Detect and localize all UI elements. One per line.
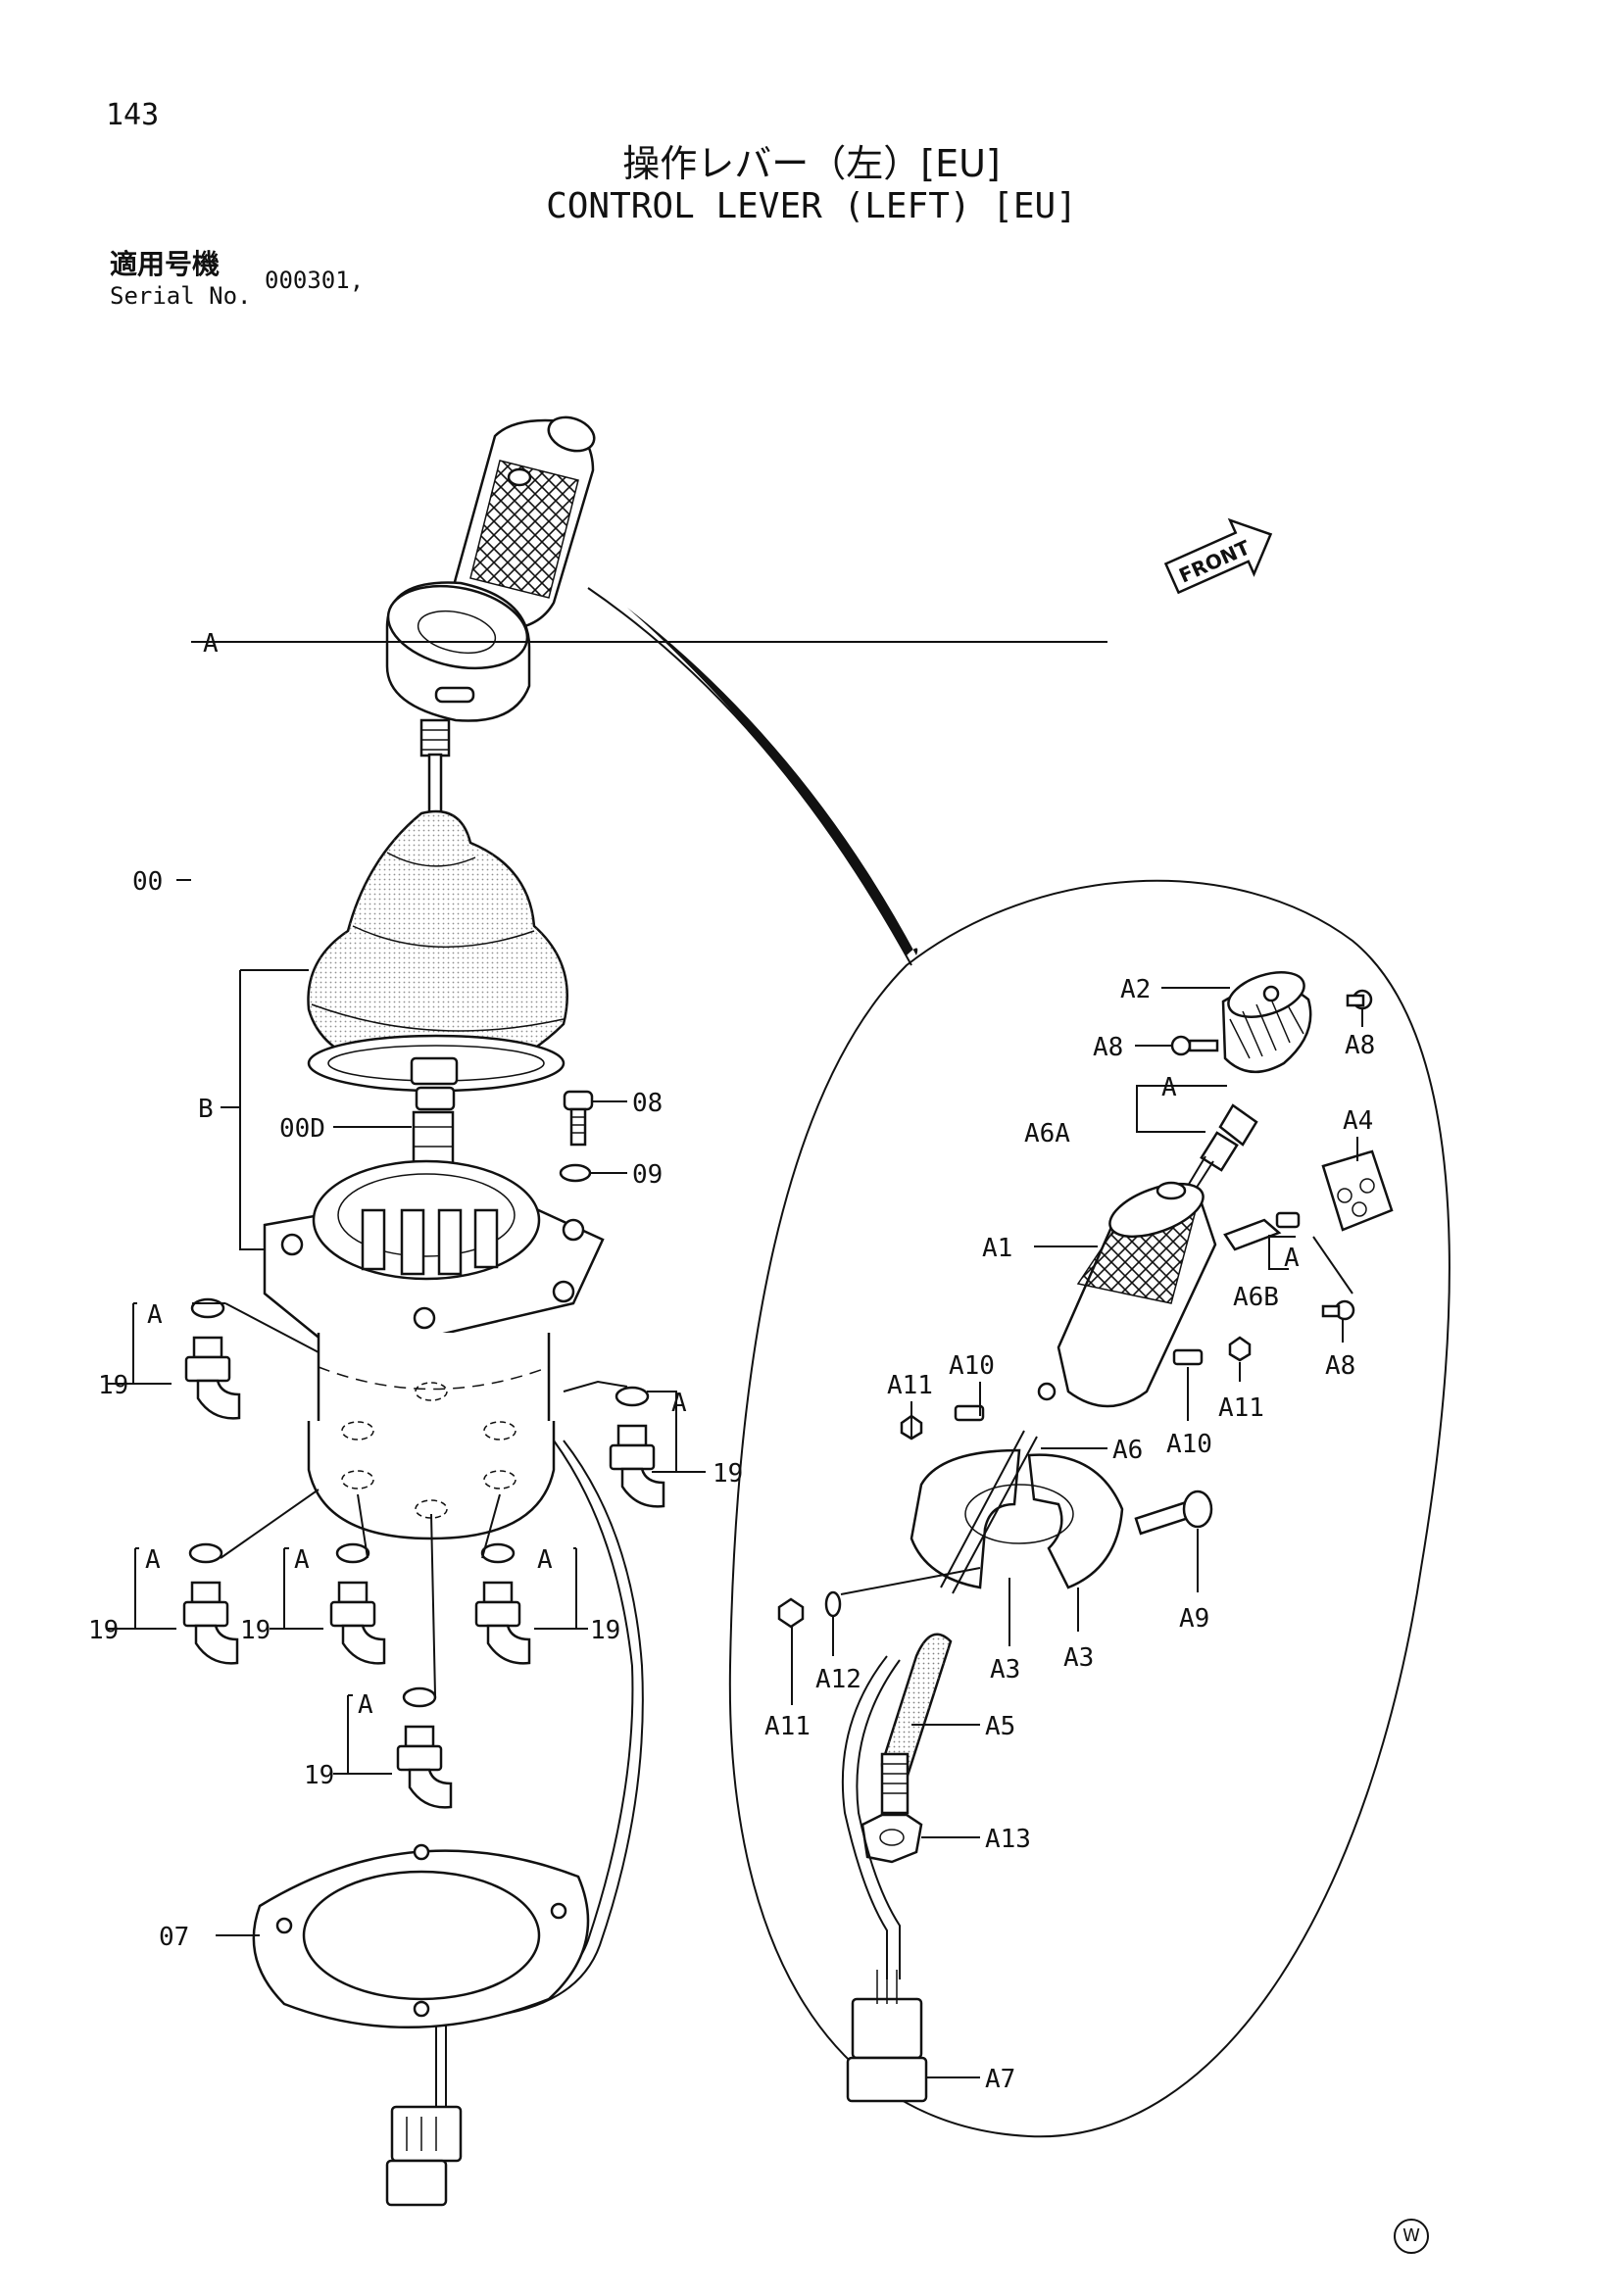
elbow-fitting-4	[329, 1542, 386, 1665]
detail-connector-a7	[846, 1970, 928, 2103]
washer-a12	[824, 1590, 842, 1618]
grip-collar	[385, 581, 531, 722]
serial-number-value: 000301,	[265, 267, 365, 294]
callout-a-nozzle-3: A	[145, 1545, 161, 1575]
elbow-fitting-1	[184, 1297, 241, 1420]
nut-a11-upper-right	[1228, 1336, 1252, 1362]
callout-a3-left: A3	[990, 1655, 1020, 1685]
screw-a8-left	[1170, 1035, 1219, 1056]
callout-19-6: 19	[304, 1761, 334, 1790]
callout-a-switch: A	[1161, 1073, 1177, 1102]
elbow-fitting-6	[396, 1686, 453, 1809]
callout-00d: 00D	[279, 1114, 325, 1144]
mounting-gasket	[252, 1843, 590, 2029]
callout-19-4: 19	[240, 1616, 270, 1645]
callout-a-nozzle-4: A	[294, 1545, 310, 1575]
detail-balloon	[728, 879, 1451, 2138]
title-english: CONTROL LEVER (LEFT) [EU]	[546, 186, 1077, 226]
serial-label-english: Serial No.	[110, 282, 252, 310]
lever-grip	[452, 415, 596, 631]
screw-a8-top	[1346, 989, 1373, 1010]
callout-a10-right: A10	[1166, 1430, 1212, 1459]
elbow-fitting-2	[609, 1386, 665, 1508]
callout-a11-upper-right: A11	[1218, 1393, 1264, 1423]
detail-cable	[841, 1655, 901, 1979]
elbow-fitting-3	[182, 1542, 239, 1665]
callout-a-nozzle-5: A	[537, 1545, 553, 1575]
boot-a5	[880, 1633, 953, 1815]
callout-a6b: A6B	[1233, 1283, 1279, 1312]
callout-a8-left: A8	[1093, 1033, 1123, 1062]
serial-label-japanese: 適用号機	[110, 248, 221, 280]
callout-a8-top: A8	[1345, 1031, 1375, 1060]
push-button-cap	[1221, 971, 1312, 1074]
callout-a2: A2	[1120, 975, 1151, 1004]
nut-a13	[861, 1813, 923, 1864]
detail-leader-lines	[791, 987, 1363, 2078]
clamp-collar-a3	[910, 1448, 1124, 1589]
elbow-fitting-5	[474, 1542, 531, 1665]
callout-a6: A6	[1112, 1436, 1143, 1465]
callout-a3-right: A3	[1063, 1643, 1094, 1673]
rubber-boot	[307, 809, 568, 1093]
set-screw-a10-left	[954, 1404, 985, 1422]
callout-a-nozzle-1: A	[147, 1300, 163, 1330]
callout-a8-lower: A8	[1325, 1351, 1355, 1381]
callout-a10-left: A10	[949, 1351, 995, 1381]
nut-a11-lower	[777, 1597, 805, 1629]
switch-wire-a6b	[1223, 1211, 1301, 1251]
callout-a1: A1	[982, 1234, 1012, 1263]
callout-19-2: 19	[713, 1459, 743, 1489]
detail-shaft-a6	[940, 1430, 1038, 1594]
pilot-valve-body	[307, 1333, 556, 1540]
callout-a11-upper-left: A11	[887, 1371, 933, 1400]
callout-08: 08	[632, 1089, 663, 1118]
pilot-valve-top-plate	[263, 1159, 605, 1359]
callout-00: 00	[132, 867, 163, 897]
harness-connector	[385, 2105, 463, 2207]
callout-a11-lower: A11	[764, 1712, 811, 1741]
callout-a12: A12	[815, 1665, 861, 1694]
bolt-a9	[1134, 1490, 1213, 1536]
screw-a8-lower	[1321, 1299, 1355, 1321]
callout-a-grip: A	[203, 629, 219, 659]
callout-19-1: 19	[98, 1371, 128, 1400]
callout-a4: A4	[1343, 1106, 1373, 1136]
main-leader-lines	[108, 641, 1107, 1936]
callout-a-wire: A	[1284, 1244, 1300, 1273]
callout-b: B	[198, 1095, 214, 1124]
washer-09	[559, 1163, 592, 1183]
page-number: 143	[106, 98, 160, 132]
bolt-08	[563, 1090, 594, 1147]
callout-a7: A7	[985, 2065, 1015, 2094]
callout-a9: A9	[1179, 1604, 1209, 1634]
callout-07: 07	[159, 1923, 189, 1952]
title-japanese: 操作レバー（左）[EU]	[622, 142, 1001, 185]
front-arrow-icon: FRONT	[1163, 517, 1273, 595]
callout-19-3: 19	[88, 1616, 119, 1645]
switch-unit-a6a	[1175, 1103, 1258, 1211]
set-screw-a10-right	[1172, 1348, 1204, 1366]
callout-a13: A13	[985, 1825, 1031, 1854]
switch-plate-a4	[1321, 1149, 1394, 1232]
callout-a-nozzle-6: A	[358, 1690, 373, 1720]
callout-a6a: A6A	[1024, 1119, 1070, 1148]
callout-a-nozzle-2: A	[671, 1389, 687, 1418]
callout-19-5: 19	[590, 1616, 620, 1645]
detail-grip-a1	[1037, 1181, 1217, 1408]
callout-a5: A5	[985, 1712, 1015, 1741]
circled-w-mark: W	[1394, 2219, 1429, 2254]
callout-09: 09	[632, 1160, 663, 1190]
